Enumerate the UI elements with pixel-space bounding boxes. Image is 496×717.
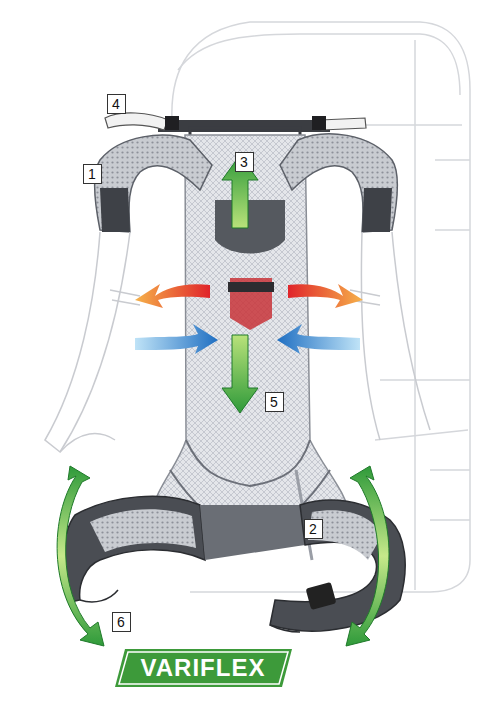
callout-number: 4 xyxy=(107,94,126,114)
callout-number: 5 xyxy=(265,392,284,412)
logo-banner: VARIFLEX xyxy=(115,649,292,687)
callout-number: 6 xyxy=(112,612,131,632)
banner-fill xyxy=(115,649,292,687)
callout-number: 2 xyxy=(304,519,323,539)
callout-number: 1 xyxy=(83,164,102,184)
logo-text: VARIFLEX xyxy=(141,654,266,682)
callout-number: 3 xyxy=(235,152,254,172)
banner-border xyxy=(119,652,288,684)
